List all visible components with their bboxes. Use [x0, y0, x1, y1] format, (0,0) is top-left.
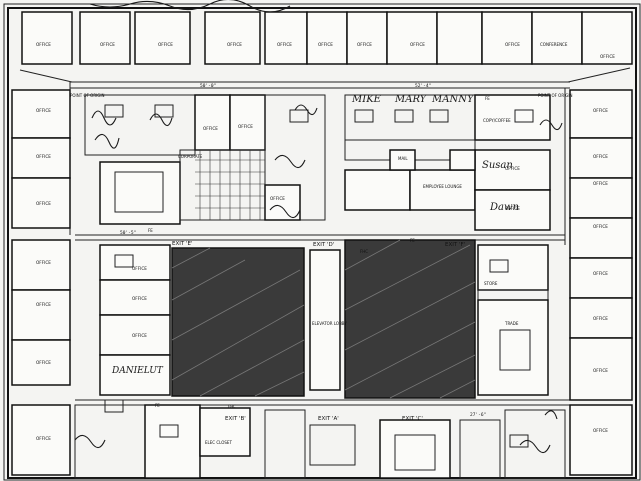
dimension-label: 27'-6": [470, 412, 486, 418]
exit-label: EXIT 'E': [172, 241, 192, 247]
handwritten-name: MIKE: [351, 94, 382, 105]
conference-label: CONFERENCE: [540, 42, 568, 47]
exit-label: EXIT 'A': [318, 416, 339, 422]
corporate-label: CORPORATE: [178, 154, 203, 159]
right-office-column: [569, 89, 633, 476]
office-label: OFFICE: [505, 42, 520, 47]
office-label: OFFICE: [270, 196, 285, 201]
point-of-origin-marker: POINT OF ORIGIN: [70, 93, 105, 98]
fire-extinguisher-marker: FE: [148, 228, 153, 233]
office-label: OFFICE: [36, 154, 51, 159]
handwritten-name: Susan: [482, 160, 513, 171]
office-label: OFFICE: [410, 42, 425, 47]
trade-label: TRADE: [504, 321, 519, 326]
office-label: OFFICE: [593, 271, 608, 276]
handwritten-name: DANIELUT: [111, 366, 164, 376]
office-label: OFFICE: [593, 316, 608, 321]
office-label: OFFICE: [36, 260, 51, 265]
fire-hose-cabinet-marker: FHC: [228, 404, 236, 409]
exit-label: EXIT 'B': [225, 416, 246, 422]
office-label: OFFICE: [36, 360, 51, 365]
inner-top-right-block: [344, 94, 551, 231]
desk-furniture: [104, 104, 534, 448]
office-label: OFFICE: [36, 108, 51, 113]
office-label: OFFICE: [593, 154, 608, 159]
office-label: OFFICE: [100, 42, 115, 47]
exit-label: EXIT 'D': [313, 242, 334, 248]
office-label: OFFICE: [600, 54, 615, 59]
office-label: OFFICE: [593, 428, 608, 433]
exit-label: EXIT 'F': [445, 242, 465, 248]
office-label: OFFICE: [36, 201, 51, 206]
fire-extinguisher-marker: FE: [485, 96, 490, 101]
office-label: OFFICE: [36, 42, 51, 47]
core-right: [344, 239, 476, 399]
outer-line: [3, 3, 641, 481]
inner-top-left-block: [84, 94, 326, 225]
bottom-row: [74, 404, 566, 479]
office-label: OFFICE: [277, 42, 292, 47]
office-label: OFFICE: [593, 181, 608, 186]
top-office-labels: OFFICE OFFICE OFFICE OFFICE OFFICE OFFIC…: [36, 42, 615, 59]
office-label: OFFICE: [227, 42, 242, 47]
dimension-label: 52'-4": [415, 83, 431, 89]
right-office-labels: OFFICE OFFICE OFFICE OFFICE OFFICE OFFIC…: [593, 108, 608, 433]
core-left: [171, 247, 305, 397]
elevator-lobby-label: ELEVATOR LOBBY: [312, 321, 347, 326]
top-office-row: [21, 11, 633, 65]
office-label: OFFICE: [36, 436, 51, 441]
office-label: OFFICE: [593, 224, 608, 229]
office-label: OFFICE: [593, 108, 608, 113]
left-center-offices: [99, 244, 171, 396]
mail-label: MAIL: [398, 156, 408, 161]
right-center-rooms: [477, 244, 549, 396]
fire-extinguisher-marker: FE: [410, 238, 415, 243]
office-label: OFFICE: [593, 368, 608, 373]
office-label: OFFICE: [357, 42, 372, 47]
point-of-origin-marker: POINT OF ORIGIN: [538, 93, 573, 98]
dimension-label: 50'-5": [120, 230, 136, 236]
office-label: OFFICE: [158, 42, 173, 47]
handwritten-name: MARY: [394, 94, 428, 105]
core-hatching: [171, 239, 476, 399]
grid-area: [195, 150, 265, 220]
office-label: OFFICE: [505, 206, 520, 211]
left-office-labels: OFFICE OFFICE OFFICE OFFICE OFFICE OFFIC…: [36, 108, 51, 441]
handwriting-scribbles: [74, 0, 563, 454]
office-label: OFFICE: [318, 42, 333, 47]
office-label: OFFICE: [36, 302, 51, 307]
office-label: OFFICE: [238, 124, 253, 129]
handwritten-name: Dawn: [489, 202, 519, 213]
fire-extinguisher-marker: FE: [155, 403, 160, 408]
office-label: OFFICE: [132, 296, 147, 301]
elevator-lobby: [309, 249, 341, 391]
fire-hose-cabinet-marker: FHC: [360, 249, 368, 254]
office-label: OFFICE: [132, 333, 147, 338]
handwritten-name: MANNY: [431, 94, 475, 105]
office-label: OFFICE: [203, 126, 218, 131]
store-label: STORE: [484, 281, 498, 286]
building-outline: [7, 7, 637, 479]
exit-label: EXIT 'C': [402, 416, 423, 422]
office-label: OFFICE: [505, 166, 520, 171]
employee-lounge-label: EMPLOYEE LOUNGE: [423, 184, 462, 189]
copy-coffee-label: COPY/COFFEE: [483, 118, 511, 123]
left-office-column: [11, 89, 71, 476]
dimension-label: 50'-0": [200, 83, 216, 89]
office-label: OFFICE: [132, 266, 147, 271]
elec-closet-label: ELEC CLOSET: [205, 440, 232, 445]
